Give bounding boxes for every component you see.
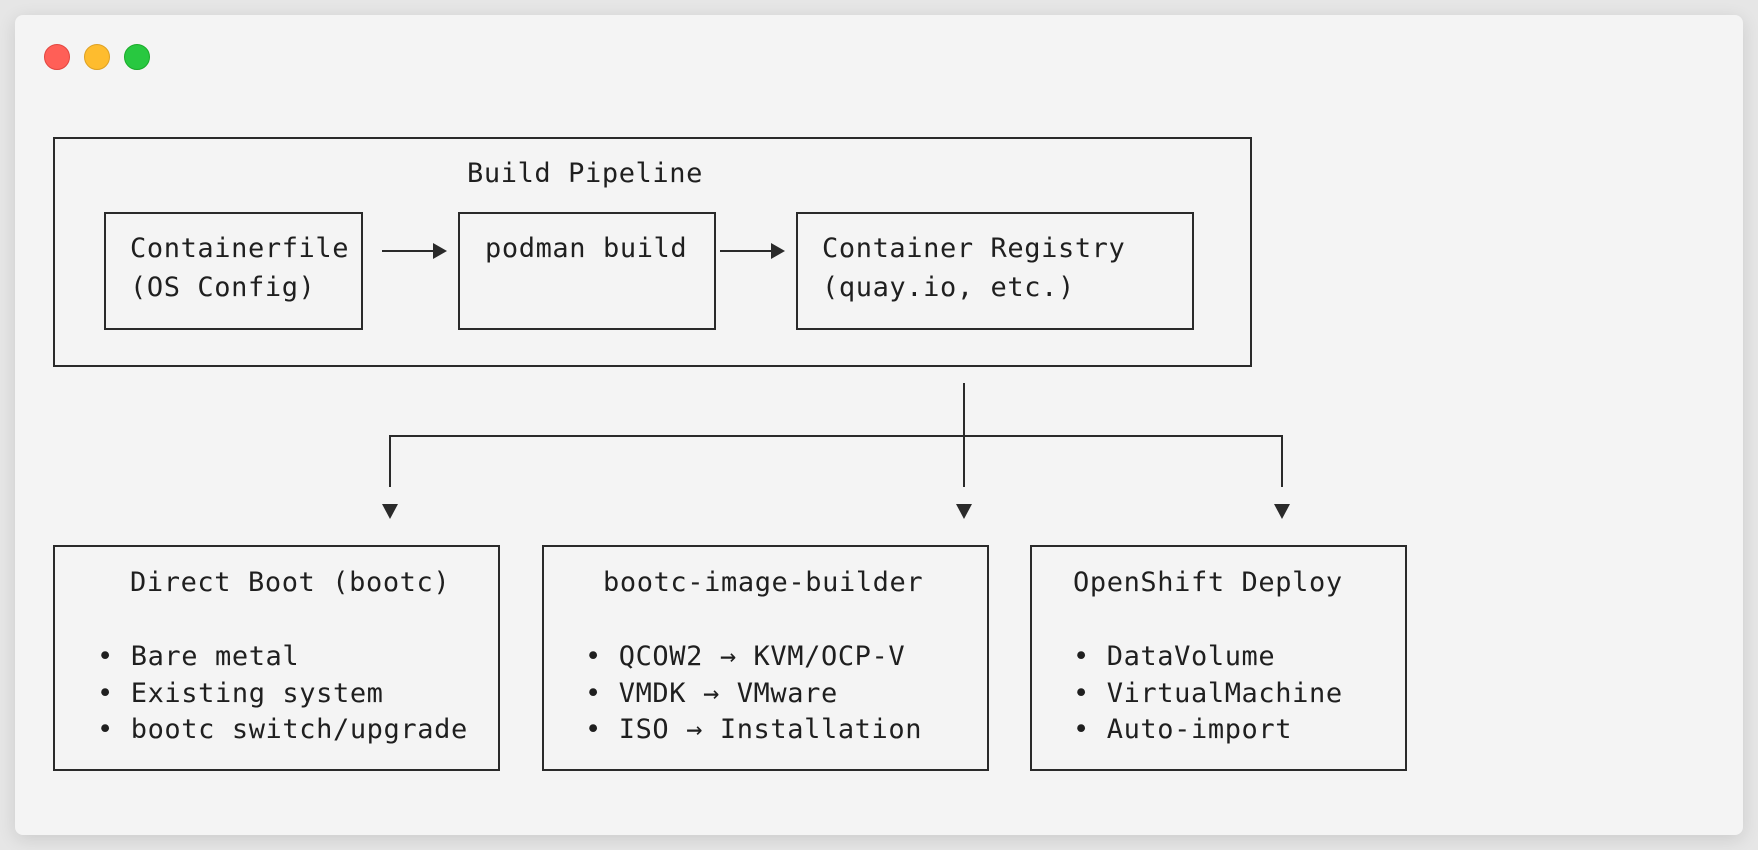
- openshift-deploy-title: OpenShift Deploy: [1073, 567, 1343, 598]
- arrow-containerfile-to-podman: [382, 250, 436, 252]
- arrow-down-icon: [382, 504, 398, 519]
- image-builder-item: • ISO → Installation: [585, 714, 923, 745]
- container-registry-box: [796, 212, 1194, 330]
- connector-trunk: [963, 383, 965, 437]
- connector-branch-left: [389, 437, 391, 487]
- podman-build-box: [458, 212, 716, 330]
- image-builder-title: bootc-image-builder: [603, 567, 924, 598]
- minimize-window-button[interactable]: [84, 44, 110, 70]
- direct-boot-item: • Bare metal: [97, 641, 300, 672]
- openshift-deploy-box: [1030, 545, 1407, 771]
- connector-branch-center: [963, 437, 965, 487]
- direct-boot-item: • Existing system: [97, 678, 384, 709]
- connector-branch-bar: [389, 435, 1283, 437]
- arrow-head-icon: [771, 243, 785, 259]
- direct-boot-box: [53, 545, 500, 771]
- arrow-podman-to-registry: [720, 250, 774, 252]
- openshift-deploy-item: • Auto-import: [1073, 714, 1293, 745]
- terminal-window: Build Pipeline Containerfile (OS Config)…: [15, 15, 1743, 835]
- container-registry-sublabel: (quay.io, etc.): [822, 272, 1075, 303]
- build-pipeline-frame: [53, 137, 1252, 367]
- direct-boot-item: • bootc switch/upgrade: [97, 714, 468, 745]
- connector-branch-right: [1281, 437, 1283, 487]
- openshift-deploy-item: • VirtualMachine: [1073, 678, 1343, 709]
- containerfile-sublabel: (OS Config): [130, 272, 316, 303]
- maximize-window-button[interactable]: [124, 44, 150, 70]
- image-builder-item: • VMDK → VMware: [585, 678, 838, 709]
- podman-build-label: podman build: [485, 233, 688, 264]
- containerfile-box: [104, 212, 363, 330]
- arrow-down-icon: [956, 504, 972, 519]
- direct-boot-title: Direct Boot (bootc): [130, 567, 451, 598]
- container-registry-label: Container Registry: [822, 233, 1126, 264]
- image-builder-box: [542, 545, 989, 771]
- arrow-down-icon: [1274, 504, 1290, 519]
- image-builder-item: • QCOW2 → KVM/OCP-V: [585, 641, 906, 672]
- containerfile-label: Containerfile: [130, 233, 350, 264]
- close-window-button[interactable]: [44, 44, 70, 70]
- openshift-deploy-item: • DataVolume: [1073, 641, 1276, 672]
- arrow-head-icon: [433, 243, 447, 259]
- build-pipeline-title: Build Pipeline: [467, 158, 703, 189]
